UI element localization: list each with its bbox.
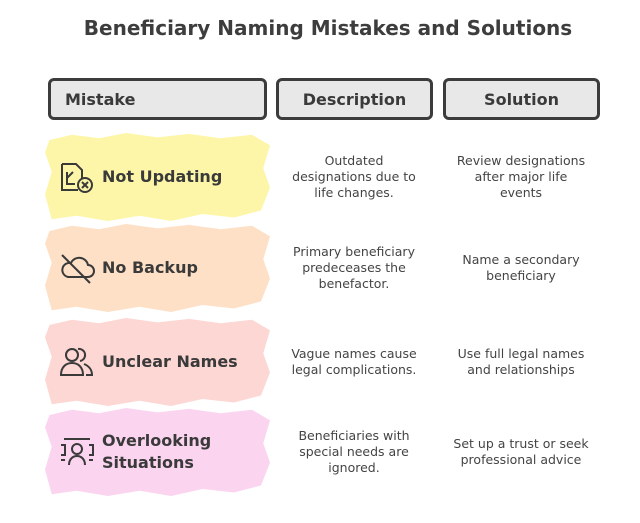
description-text: Primary beneficiary predeceases the bene… bbox=[293, 244, 415, 291]
description-text: Beneficiaries with special needs are ign… bbox=[298, 428, 410, 475]
row-overlooking-situations: Overlooking Situations Beneficiaries wit… bbox=[0, 408, 640, 496]
person-focus-icon bbox=[61, 438, 94, 466]
solution-text: Name a secondary beneficiary bbox=[462, 252, 580, 283]
mistake-label: Overlooking Situations bbox=[102, 431, 212, 472]
solution-text: Review designations after major life eve… bbox=[456, 153, 586, 200]
mistake-label: Not Updating bbox=[102, 167, 223, 186]
description-text: Outdated designations due to life change… bbox=[292, 153, 416, 200]
mistake-label: Unclear Names bbox=[102, 352, 238, 371]
users-icon bbox=[59, 347, 94, 376]
solution-text: Use full legal names and relationships bbox=[457, 346, 585, 377]
row-not-updating: Not Updating Outdated designations due t… bbox=[0, 133, 640, 221]
highlight-shape bbox=[45, 318, 270, 406]
header-solution: Solution bbox=[443, 78, 600, 120]
cloud-off-icon bbox=[61, 254, 95, 284]
document-x-icon bbox=[61, 163, 93, 193]
diagram-title: Beneficiary Naming Mistakes and Solution… bbox=[83, 16, 573, 40]
solution-text: Set up a trust or seek professional advi… bbox=[453, 436, 589, 467]
mistake-label: No Backup bbox=[102, 258, 198, 277]
description-text: Vague names cause legal complications. bbox=[291, 346, 417, 377]
row-unclear-names: Unclear Names Vague names cause legal co… bbox=[0, 318, 640, 406]
highlight-shape bbox=[45, 408, 270, 496]
row-no-backup: No Backup Primary beneficiary predecease… bbox=[0, 224, 640, 312]
header-description: Description bbox=[276, 78, 433, 120]
header-mistake: Mistake bbox=[48, 78, 267, 120]
highlight-shape bbox=[45, 224, 270, 312]
